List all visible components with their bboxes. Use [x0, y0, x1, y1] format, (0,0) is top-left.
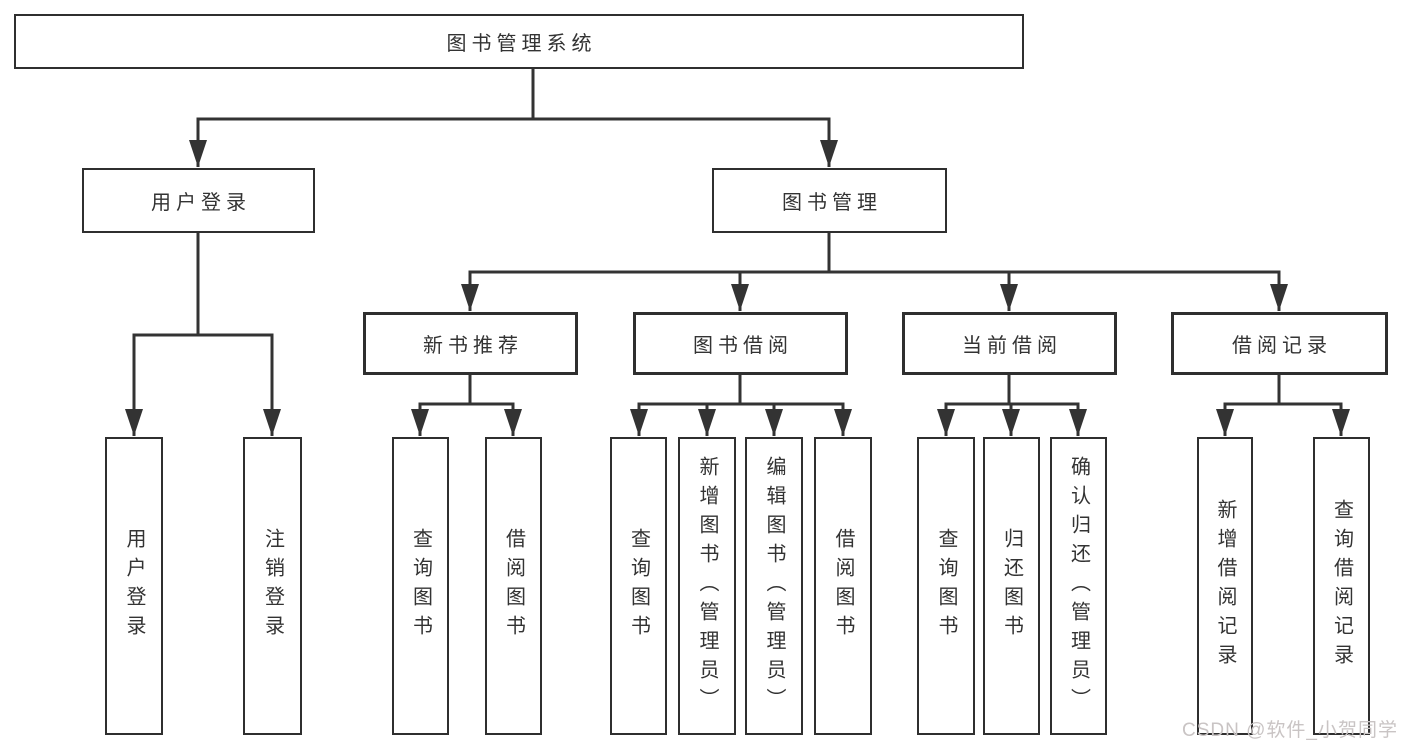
node-label: 借阅记录 — [1232, 335, 1332, 357]
node-book-borrowing: 图书借阅 — [633, 312, 848, 375]
leaf-return-book: 归还图书 — [983, 437, 1040, 735]
node-label: 新增图书（管理员） — [696, 455, 718, 717]
node-user-login: 用户登录 — [82, 168, 315, 233]
node-label: 查询图书 — [409, 528, 432, 644]
node-label: 注销登录 — [261, 528, 284, 644]
node-book-management: 图书管理 — [712, 168, 947, 233]
node-label: 借阅图书 — [832, 528, 854, 644]
leaf-add-book-admin: 新增图书（管理员） — [678, 437, 736, 735]
leaf-confirm-return-admin: 确认归还（管理员） — [1050, 437, 1107, 735]
csdn-watermark: CSDN @软件_小贺同学 — [1182, 720, 1398, 741]
leaf-query-books-borrow: 查询图书 — [610, 437, 667, 735]
node-label: 查询借阅记录 — [1330, 499, 1353, 673]
tree-arrows — [125, 119, 1350, 436]
leaf-logout: 注销登录 — [243, 437, 302, 735]
node-label: 确认归还（管理员） — [1067, 455, 1090, 717]
node-borrowing-records: 借阅记录 — [1171, 312, 1388, 375]
node-label: 图书借阅 — [693, 335, 793, 357]
node-label: 查询图书 — [627, 528, 650, 644]
node-current-borrowing: 当前借阅 — [902, 312, 1117, 375]
leaf-edit-book-admin: 编辑图书（管理员） — [745, 437, 803, 735]
leaf-borrow-books: 借阅图书 — [814, 437, 872, 735]
node-label: 当前借阅 — [962, 335, 1062, 357]
node-label: 用户登录 — [123, 528, 145, 644]
node-label: 新增借阅记录 — [1214, 499, 1236, 673]
node-label: 查询图书 — [935, 528, 957, 644]
node-label: 归还图书 — [1000, 528, 1023, 644]
leaf-user-login: 用户登录 — [105, 437, 163, 735]
node-label: 借阅图书 — [502, 528, 525, 644]
node-library-system: 图书管理系统 — [14, 14, 1024, 69]
node-label: 图书管理系统 — [446, 33, 597, 55]
node-label: 编辑图书（管理员） — [763, 455, 785, 717]
node-label: 新书推荐 — [423, 335, 523, 357]
node-label: 用户登录 — [151, 192, 251, 214]
node-label: 图书管理 — [782, 192, 882, 214]
leaf-query-borrow-record: 查询借阅记录 — [1313, 437, 1370, 735]
node-new-book-recommend: 新书推荐 — [363, 312, 578, 375]
leaf-borrow-books-recommend: 借阅图书 — [485, 437, 542, 735]
leaf-query-books-recommend: 查询图书 — [392, 437, 449, 735]
leaf-add-borrow-record: 新增借阅记录 — [1197, 437, 1253, 735]
leaf-query-books-current: 查询图书 — [917, 437, 975, 735]
